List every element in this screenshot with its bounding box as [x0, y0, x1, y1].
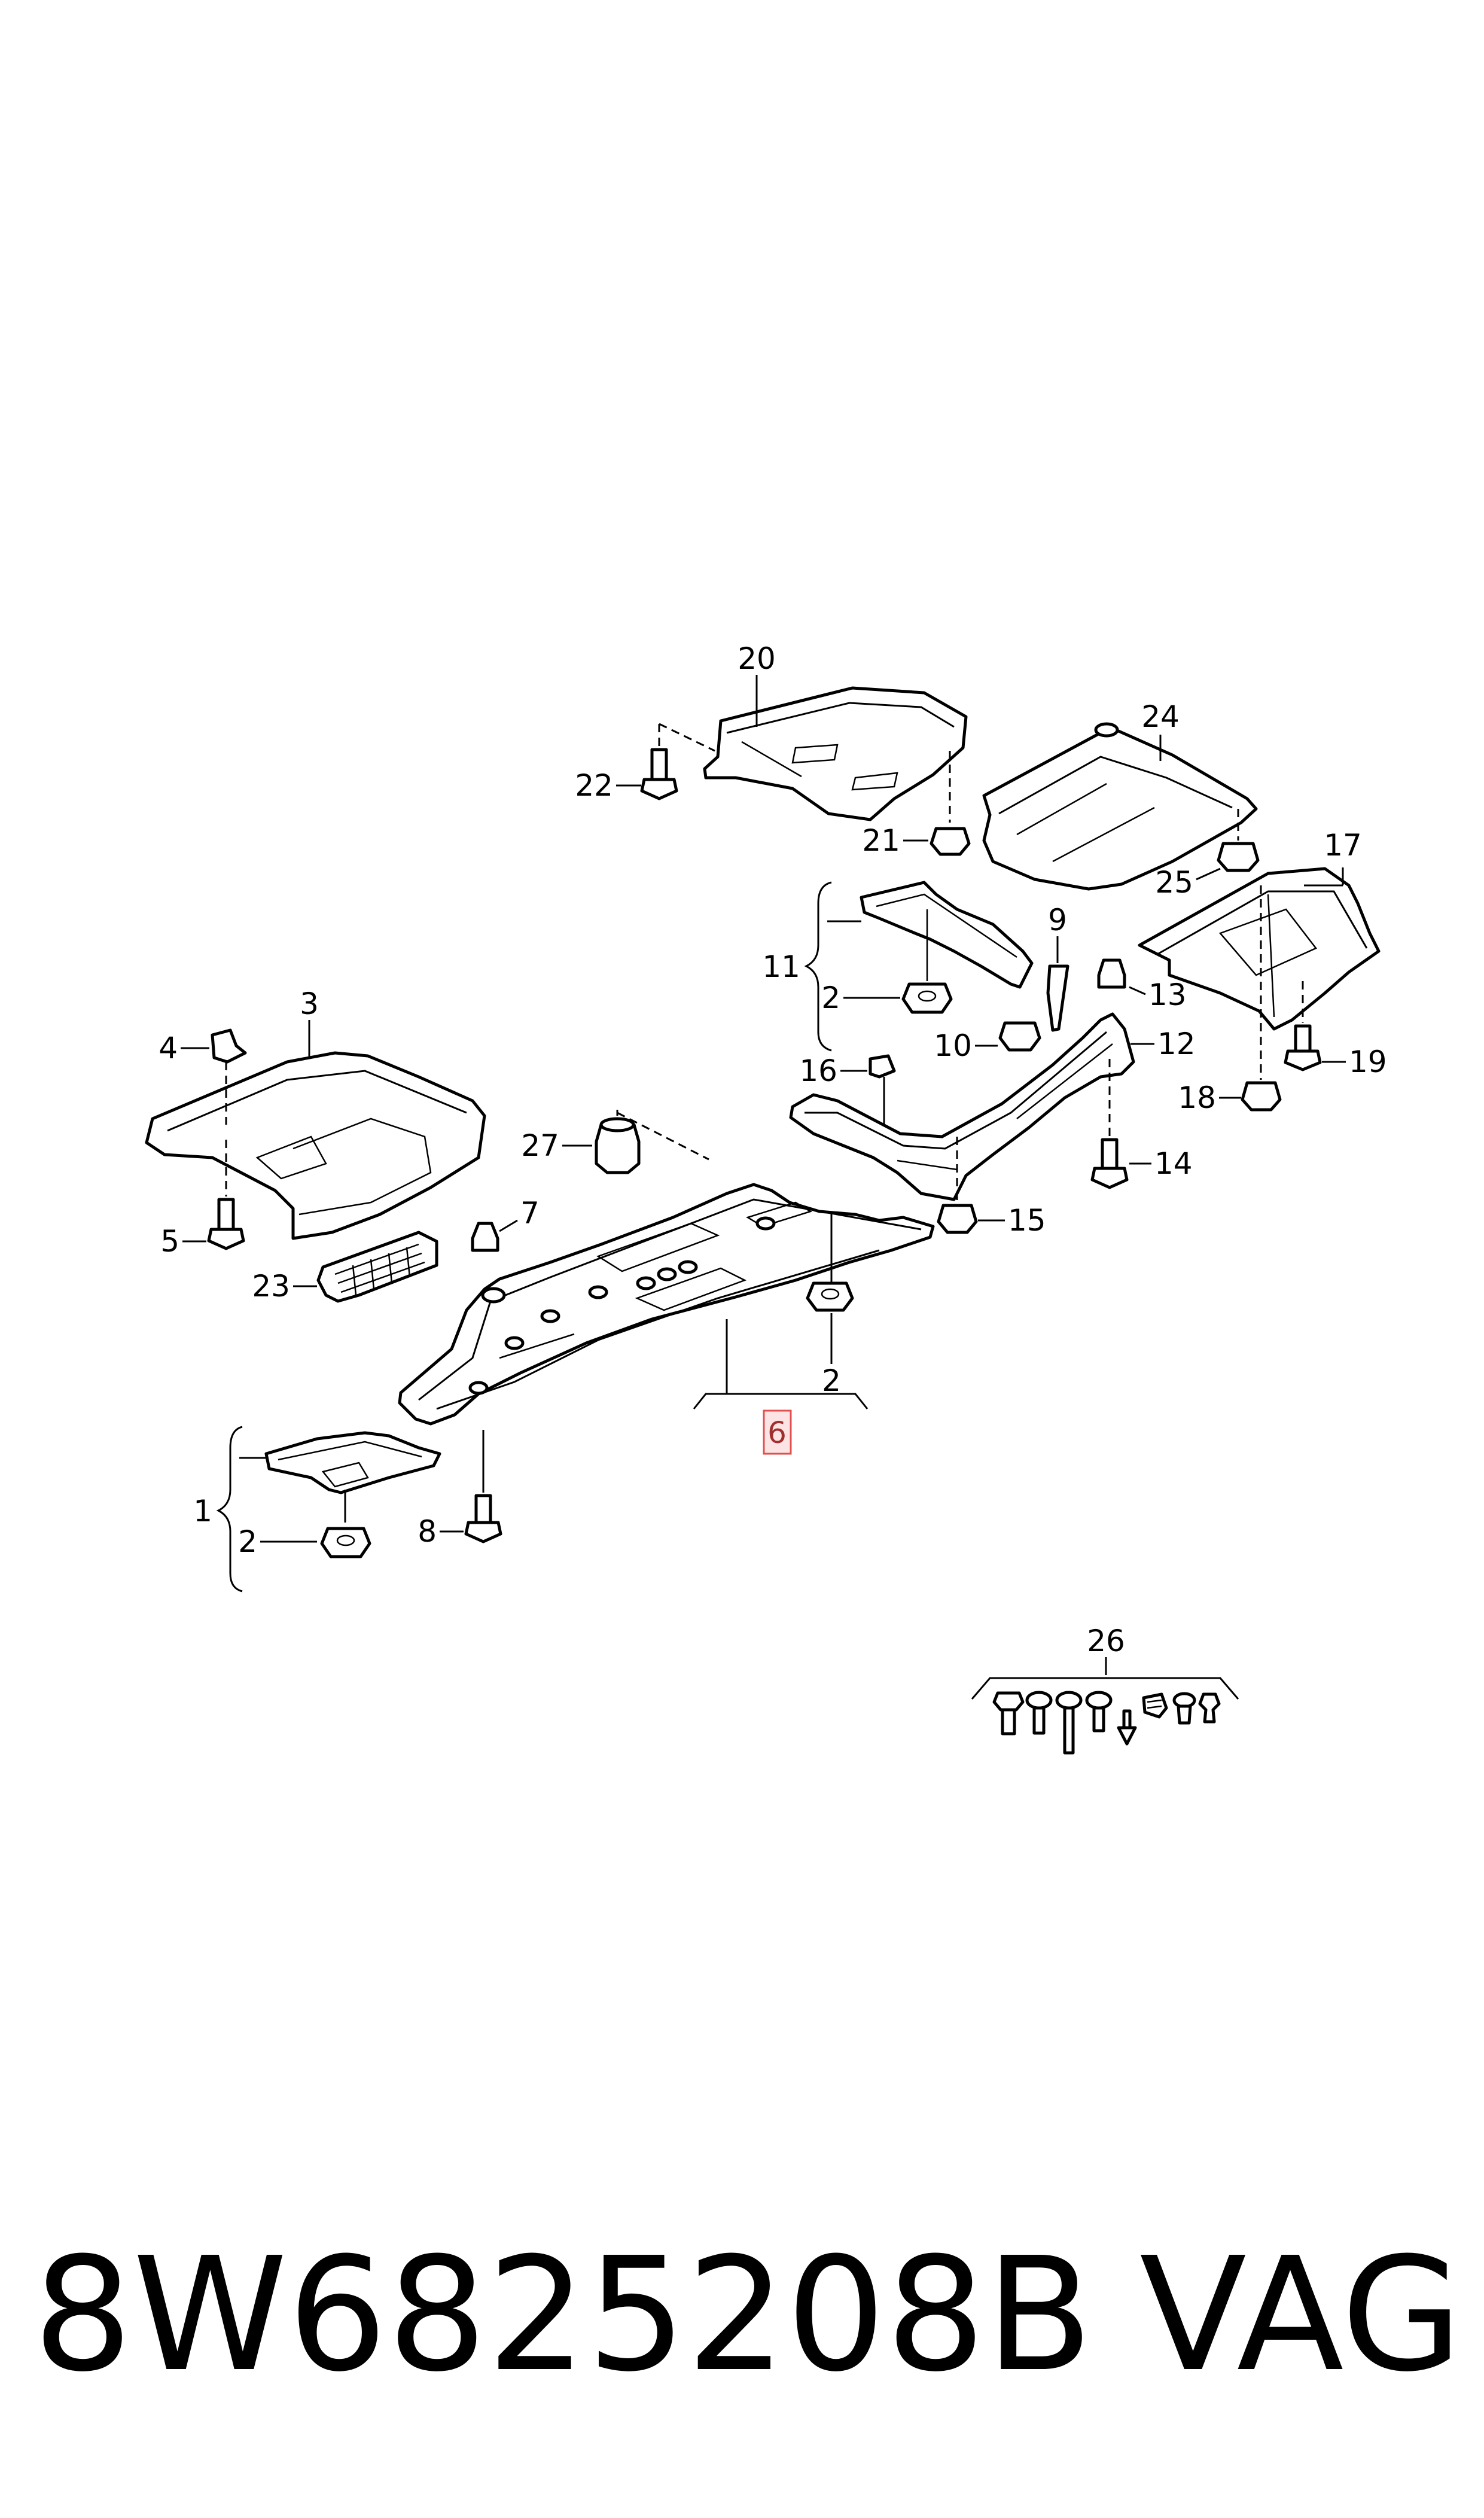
callout-6-highlight	[763, 1409, 792, 1455]
part-26-fastener-kit: 26	[971, 1624, 1239, 1755]
kit-screw-2	[1025, 1691, 1053, 1735]
callout-18: 18	[1178, 1080, 1216, 1115]
callout-14: 14	[1154, 1146, 1193, 1181]
callout-26: 26	[1087, 1624, 1125, 1658]
callout-5: 5	[160, 1224, 179, 1259]
part-17-callout: 17	[1304, 828, 1362, 887]
part-27-nut: 27	[521, 1110, 709, 1174]
kit-clip-6	[1142, 1692, 1168, 1719]
callout-8: 8	[418, 1514, 437, 1549]
part-12-callout: 12	[1130, 1027, 1196, 1061]
callout-2-middle: 2	[822, 1363, 841, 1398]
part-12-side-shield	[789, 1012, 1135, 1201]
part-13-nut: 13	[1097, 958, 1187, 1012]
callout-16: 16	[799, 1054, 837, 1088]
callout-2-lower: 2	[238, 1524, 257, 1559]
callout-19: 19	[1349, 1045, 1387, 1079]
part-2a-nut: 2	[821, 981, 953, 1015]
callout-4: 4	[159, 1031, 178, 1065]
part-5-bolt: 5	[160, 1140, 245, 1259]
callout-15: 15	[1008, 1203, 1046, 1238]
callout-10: 10	[934, 1028, 972, 1063]
part-7-nut: 7	[471, 1196, 540, 1252]
callout-20: 20	[738, 641, 776, 676]
callout-6: 6	[767, 1415, 787, 1450]
part-21-nut: 21	[862, 751, 971, 858]
kit-clip-7	[1172, 1692, 1196, 1725]
part-1-callout: 1	[193, 1426, 266, 1593]
callout-25: 25	[1155, 865, 1193, 900]
kit-clip-8	[1198, 1692, 1221, 1724]
part-16-clip: 16	[799, 1054, 896, 1125]
callout-23: 23	[252, 1269, 290, 1304]
callout-13: 13	[1148, 978, 1187, 1012]
part-24-callout: 24	[1141, 699, 1180, 761]
part-20-front-shield	[703, 686, 968, 821]
part-2b-nut: 2	[806, 1281, 854, 1398]
part-1-small-shield	[264, 1431, 441, 1523]
kit-pin-5	[1117, 1709, 1137, 1746]
part-6-main-underbody-panel	[398, 1183, 935, 1426]
part-10-nut: 10	[934, 1021, 1041, 1063]
callout-3: 3	[300, 987, 319, 1021]
part-19-bolt: 19	[1284, 981, 1387, 1079]
part-9-clip: 9	[1046, 903, 1069, 1032]
part-3-callout: 3	[300, 987, 319, 1059]
callout-27: 27	[521, 1128, 559, 1163]
callout-17: 17	[1324, 828, 1362, 863]
callout-11: 11	[762, 949, 800, 984]
part-6-callout: 6	[693, 1211, 869, 1455]
part-8-bolt: 8	[418, 1430, 502, 1549]
part-number-text: 8W6825208B	[33, 2224, 1093, 2406]
part-23-grille: 23	[252, 1231, 438, 1304]
brand-text: VAG	[1139, 2224, 1463, 2406]
callout-12: 12	[1157, 1027, 1196, 1061]
part-25-nut: 25	[1155, 809, 1260, 900]
part-17-rear-right-shield	[1138, 867, 1381, 1031]
part-11-bracket	[860, 881, 1034, 989]
part-15-nut: 15	[937, 1137, 1046, 1238]
callout-22: 22	[575, 768, 613, 803]
part-14-bolt: 14	[1090, 1059, 1193, 1189]
callout-21: 21	[862, 823, 900, 858]
part-18-nut: 18	[1178, 885, 1282, 1115]
kit-screw-3	[1055, 1691, 1083, 1755]
part-3-left-shield	[145, 1051, 486, 1240]
callout-1: 1	[193, 1494, 212, 1529]
callout-24: 24	[1141, 699, 1180, 734]
part-22-bolt: 22	[575, 723, 715, 803]
callout-9: 9	[1048, 903, 1067, 937]
part-2c-nut: 2	[238, 1524, 371, 1559]
kit-bolt-1	[992, 1691, 1025, 1735]
part-4-clip: 4	[159, 1028, 247, 1125]
callout-7: 7	[520, 1196, 540, 1231]
part-20-callout: 20	[738, 641, 776, 727]
part-24-rear-shield	[982, 722, 1258, 891]
callout-2-upper: 2	[821, 981, 840, 1015]
kit-screw-4	[1085, 1691, 1113, 1733]
part-11-callout: 11	[762, 881, 861, 1052]
